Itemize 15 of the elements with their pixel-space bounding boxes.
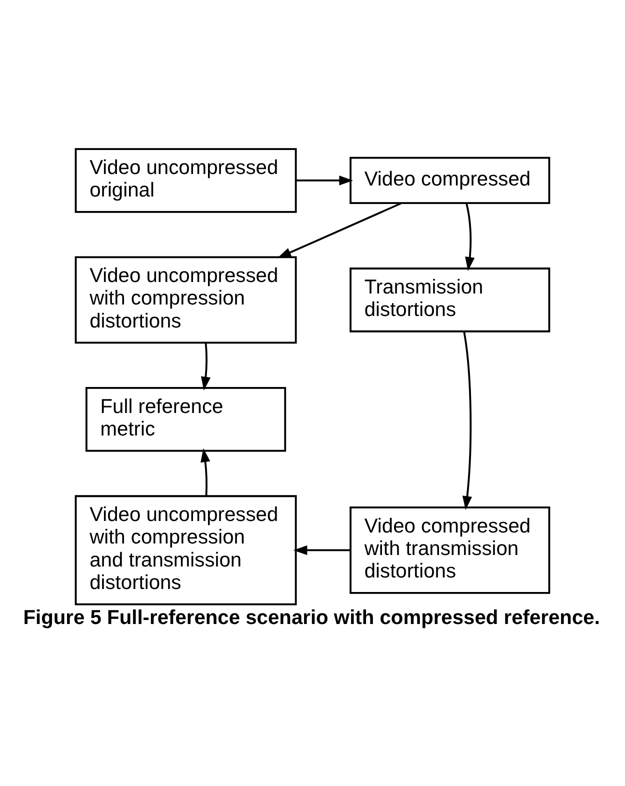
node-box: Video uncompressed with compression distortions xyxy=(74,256,297,344)
arrow xyxy=(462,331,472,510)
arrow xyxy=(465,202,475,271)
node-box: Video uncompressed with compression and transmission distortions xyxy=(74,495,297,606)
node-box: Video uncompressed original xyxy=(74,148,297,213)
arrow xyxy=(200,342,211,391)
node-box: Video compressed with transmission distortions xyxy=(350,506,550,594)
arrow xyxy=(296,176,354,186)
arrow xyxy=(277,202,402,258)
caption: Figure 5 Full-reference scenario with compressed reference. xyxy=(23,607,600,630)
arrow xyxy=(200,448,210,496)
arrow xyxy=(293,545,350,556)
node-box: Transmission distortions xyxy=(350,268,550,332)
node-box: Full reference metric xyxy=(86,387,286,452)
node-box: Video compressed xyxy=(350,156,550,204)
